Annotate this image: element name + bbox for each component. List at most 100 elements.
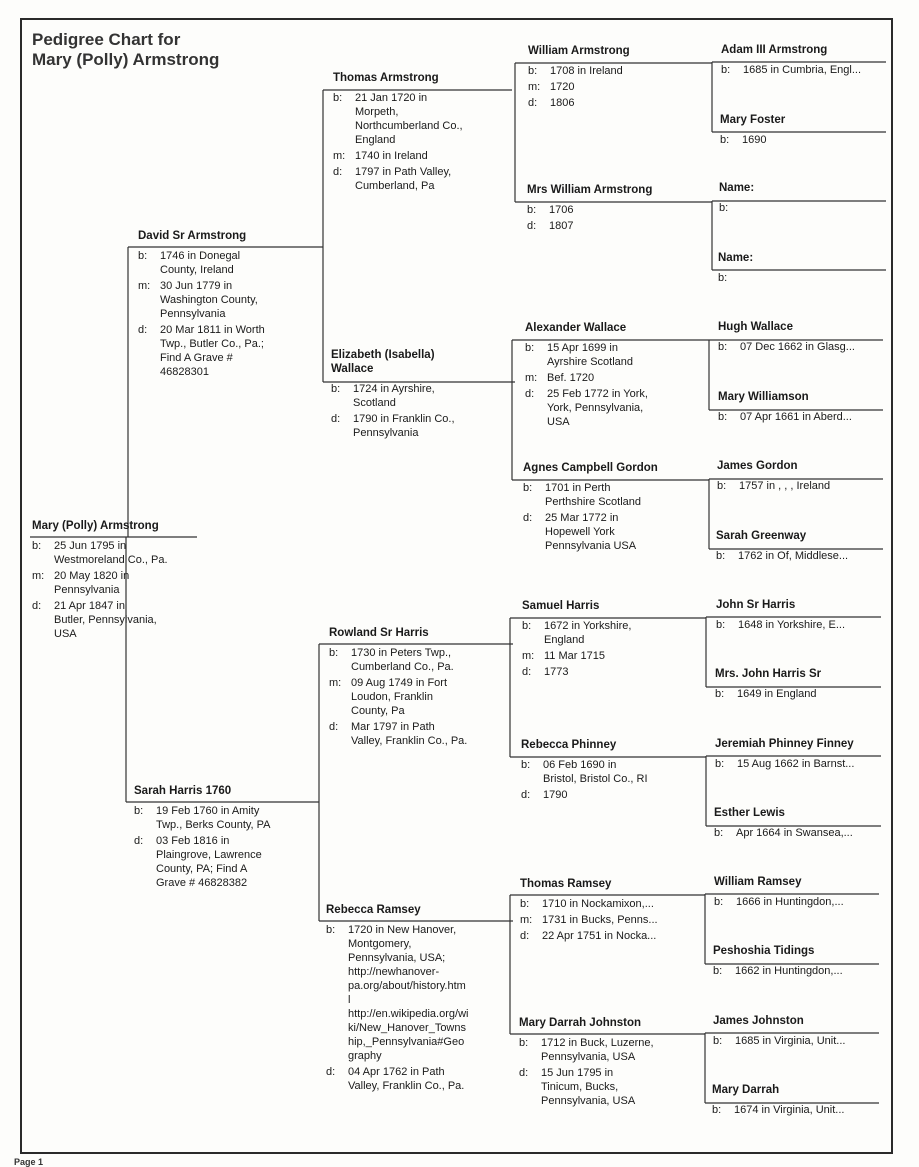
fact-value: 1740 in Ireland — [355, 150, 428, 162]
fact-row: b:Apr 1664 in Swansea,... — [714, 826, 876, 840]
person-facts: b:07 Dec 1662 in Glasg... — [718, 340, 880, 354]
person-p11: Agnes Campbell Gordon b:1701 in Perth Per… — [523, 461, 705, 555]
chart-frame — [20, 18, 893, 1154]
fact-row: d:1807 — [527, 219, 709, 233]
fact-label: d: — [525, 388, 535, 400]
person-name: John Sr Harris — [716, 599, 796, 611]
fact-label: m: — [32, 570, 45, 582]
person-name: Mary Darrah Johnston — [519, 1017, 642, 1029]
person-name: Agnes Campbell Gordon — [523, 462, 658, 474]
fact-label: b: — [528, 65, 538, 77]
fact-label: b: — [717, 480, 727, 492]
page-title: Pedigree Chart for Mary (Polly) Armstron… — [32, 30, 219, 70]
fact-row: d:22 Apr 1751 in Nocka... — [520, 929, 702, 943]
person-name: Name: — [719, 182, 755, 194]
fact-label: b: — [527, 204, 537, 216]
fact-label: b: — [519, 1037, 529, 1049]
person-facts: b:1649 in England — [715, 687, 877, 701]
person-name: Rowland Sr Harris — [329, 627, 429, 639]
person-name: Mary (Polly) Armstrong — [32, 520, 159, 532]
fact-row: b:1762 in Of, Middlese... — [716, 549, 878, 563]
fact-label: d: — [326, 1066, 336, 1078]
person-facts: b:1672 in Yorkshire, England m:11 Mar 171… — [522, 619, 704, 679]
fact-value: 1806 — [550, 97, 575, 109]
person-name: James Gordon — [717, 460, 798, 472]
fact-label: b: — [719, 202, 729, 214]
fact-value: 20 Mar 1811 in Worth Twp., Butler Co., P… — [160, 324, 265, 378]
person-facts: b:25 Jun 1795 in Westmoreland Co., Pa.m:… — [32, 539, 197, 641]
person-name: David Sr Armstrong — [138, 230, 247, 242]
fact-label: m: — [329, 677, 342, 689]
person-facts: b: 1757 in , , , Ireland — [717, 479, 879, 493]
fact-value: 1762 in Of, Middlese... — [738, 550, 849, 562]
fact-row: d:04 Apr 1762 in Path Valley, Franklin C… — [326, 1065, 516, 1093]
fact-row: b:07 Apr 1661 in Aberd... — [718, 410, 880, 424]
person-p23: Sarah Greenway b:1762 in Of, Middlese... — [716, 529, 878, 565]
fact-label: d: — [134, 835, 144, 847]
person-facts: b:1710 in Nockamixon,...m:1731 in Bucks,… — [520, 897, 702, 943]
person-name: Thomas Ramsey — [520, 878, 612, 890]
person-name: Thomas Armstrong — [333, 72, 439, 84]
fact-row: b: — [719, 201, 881, 215]
fact-row: b:1649 in England — [715, 687, 877, 701]
fact-label: b: — [326, 924, 336, 936]
fact-row: d: 1806 — [528, 96, 710, 110]
fact-row: m:20 May 1820 in Pennsylvania — [32, 569, 197, 597]
title-line-1: Pedigree Chart for — [32, 30, 181, 49]
fact-row: b:1701 in Perth Perthshire Scotland — [523, 481, 705, 509]
fact-value: 1674 in Virginia, Unit... — [734, 1104, 845, 1116]
fact-row: d:1797 in Path Valley, Cumberland, Pa — [333, 165, 523, 193]
fact-row: m:09 Aug 1749 in Fort Loudon, Franklin C… — [329, 676, 519, 718]
fact-row: d:25 Feb 1772 in York, York, Pennsylvani… — [525, 387, 707, 429]
person-facts: b:1685 in Cumbria, Engl... — [721, 63, 883, 77]
person-facts: b:1690 — [720, 133, 882, 147]
fact-row: b: 1674 in Virginia, Unit... — [712, 1103, 874, 1117]
fact-value: 1720 — [550, 81, 575, 93]
person-name: Mrs William Armstrong — [527, 184, 653, 196]
person-name: Sarah Greenway — [716, 530, 807, 542]
fact-row: d:20 Mar 1811 in Worth Twp., Butler Co.,… — [138, 323, 323, 379]
fact-value: 1701 in Perth Perthshire Scotland — [545, 482, 641, 508]
person-facts: b: 1708 in Ireland m: 1720 d: 1806 — [528, 64, 710, 110]
fact-label: m: — [528, 81, 541, 93]
fact-value: 1731 in Bucks, Penns... — [542, 914, 658, 926]
fact-row: d:25 Mar 1772 in Hopewell York Pennsylva… — [523, 511, 705, 553]
fact-label: d: — [528, 97, 538, 109]
fact-label: b: — [521, 759, 531, 771]
fact-row: b:25 Jun 1795 in Westmoreland Co., Pa. — [32, 539, 197, 567]
fact-label: b: — [712, 1104, 722, 1116]
fact-label: b: — [721, 64, 731, 76]
fact-value: 15 Apr 1699 in Ayrshire Scotland — [547, 342, 634, 368]
fact-value: 1757 in , , , Ireland — [739, 480, 831, 492]
fact-value: 07 Apr 1661 in Aberd... — [740, 411, 852, 423]
fact-row: d:21 Apr 1847 in Butler, Pennsylvania, U… — [32, 599, 197, 641]
fact-value: 1708 in Ireland — [550, 65, 623, 77]
fact-value: 06 Feb 1690 in Bristol, Bristol Co., RI — [543, 759, 648, 785]
fact-label: m: — [520, 914, 533, 926]
fact-value: 1790 — [543, 789, 568, 801]
fact-row: m:11 Mar 1715 — [522, 649, 704, 663]
fact-row: b:19 Feb 1760 in Amity Twp., Berks Count… — [134, 804, 319, 832]
fact-row: b:1724 in Ayrshire, Scotland — [331, 382, 521, 410]
fact-label: m: — [333, 150, 346, 162]
fact-row: b:1712 in Buck, Luzerne, Pennsylvania, U… — [519, 1036, 701, 1064]
person-name: Samuel Harris — [522, 600, 600, 612]
fact-row: m:Bef. 1720 — [525, 371, 707, 385]
fact-label: b: — [713, 965, 723, 977]
fact-label: b: — [720, 134, 730, 146]
fact-label: b: — [718, 341, 728, 353]
fact-row: b:1672 in Yorkshire, England — [522, 619, 704, 647]
fact-label: d: — [329, 721, 339, 733]
person-facts: b: 06 Feb 1690 in Bristol, Bristol Co., R… — [521, 758, 703, 802]
fact-value: 1649 in England — [737, 688, 817, 700]
person-facts: b: — [719, 201, 881, 215]
